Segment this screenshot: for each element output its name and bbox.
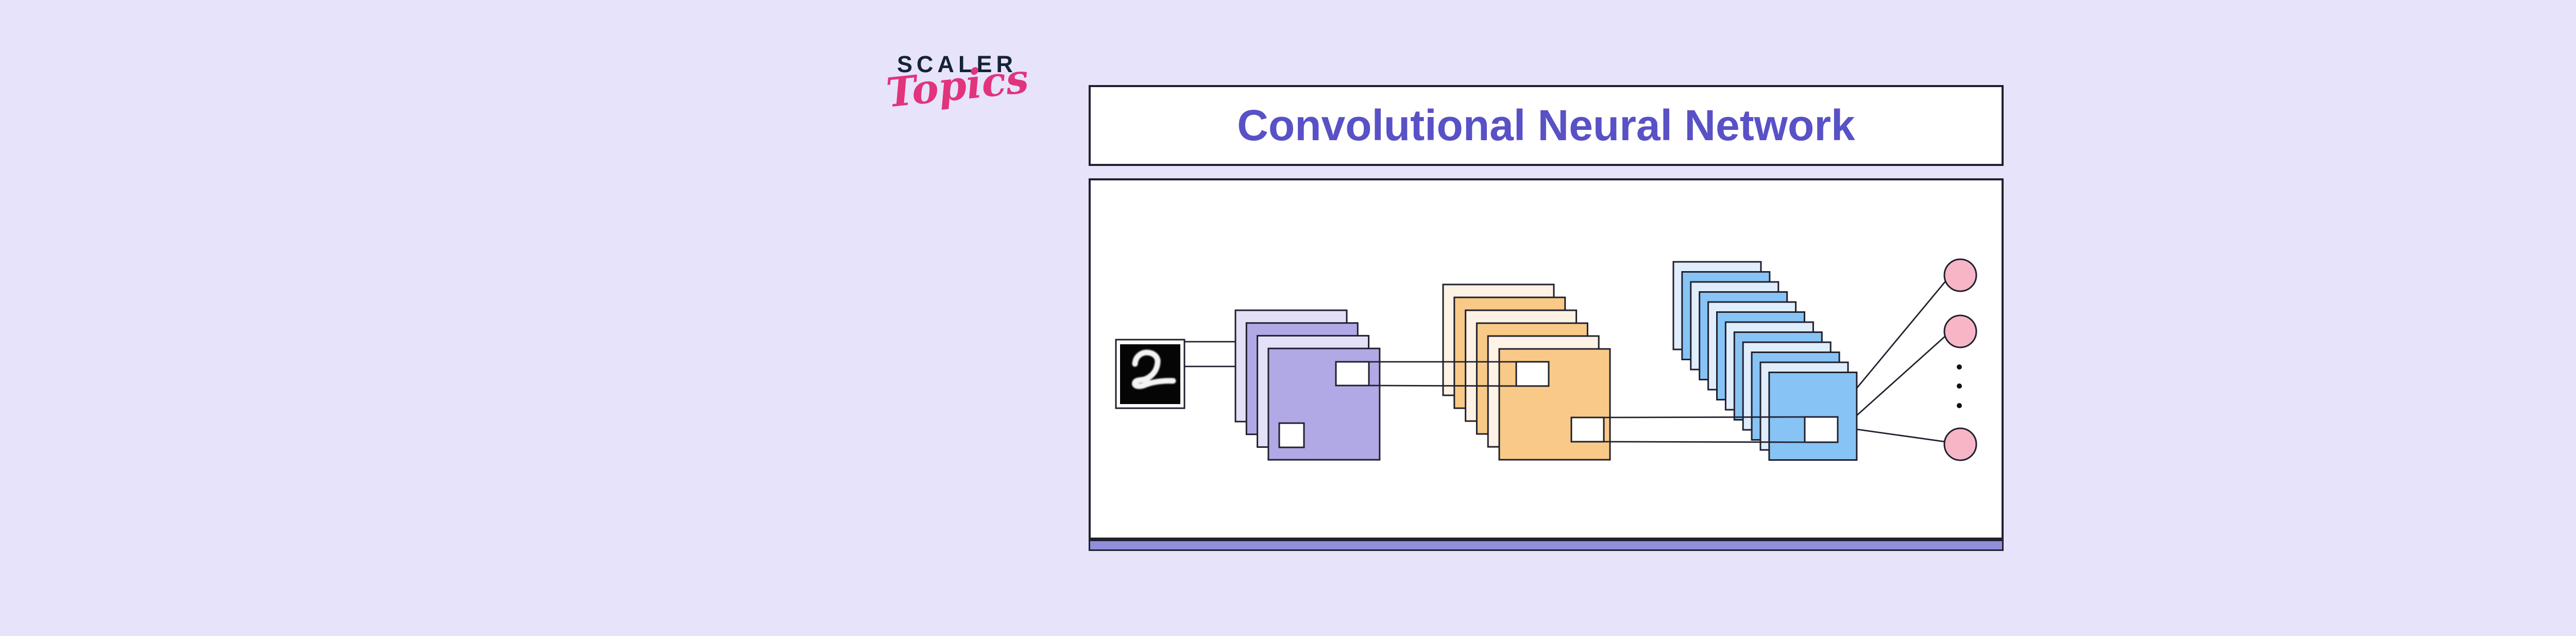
diagram-panel [1089, 178, 2004, 540]
logo-scaler-text: SCALER [897, 51, 1018, 77]
diagram-title: Convolutional Neural Network [1237, 101, 1855, 149]
diagram-bottom-accent-bar [1089, 540, 2004, 551]
title-panel: Convolutional Neural Network [1089, 85, 2004, 166]
